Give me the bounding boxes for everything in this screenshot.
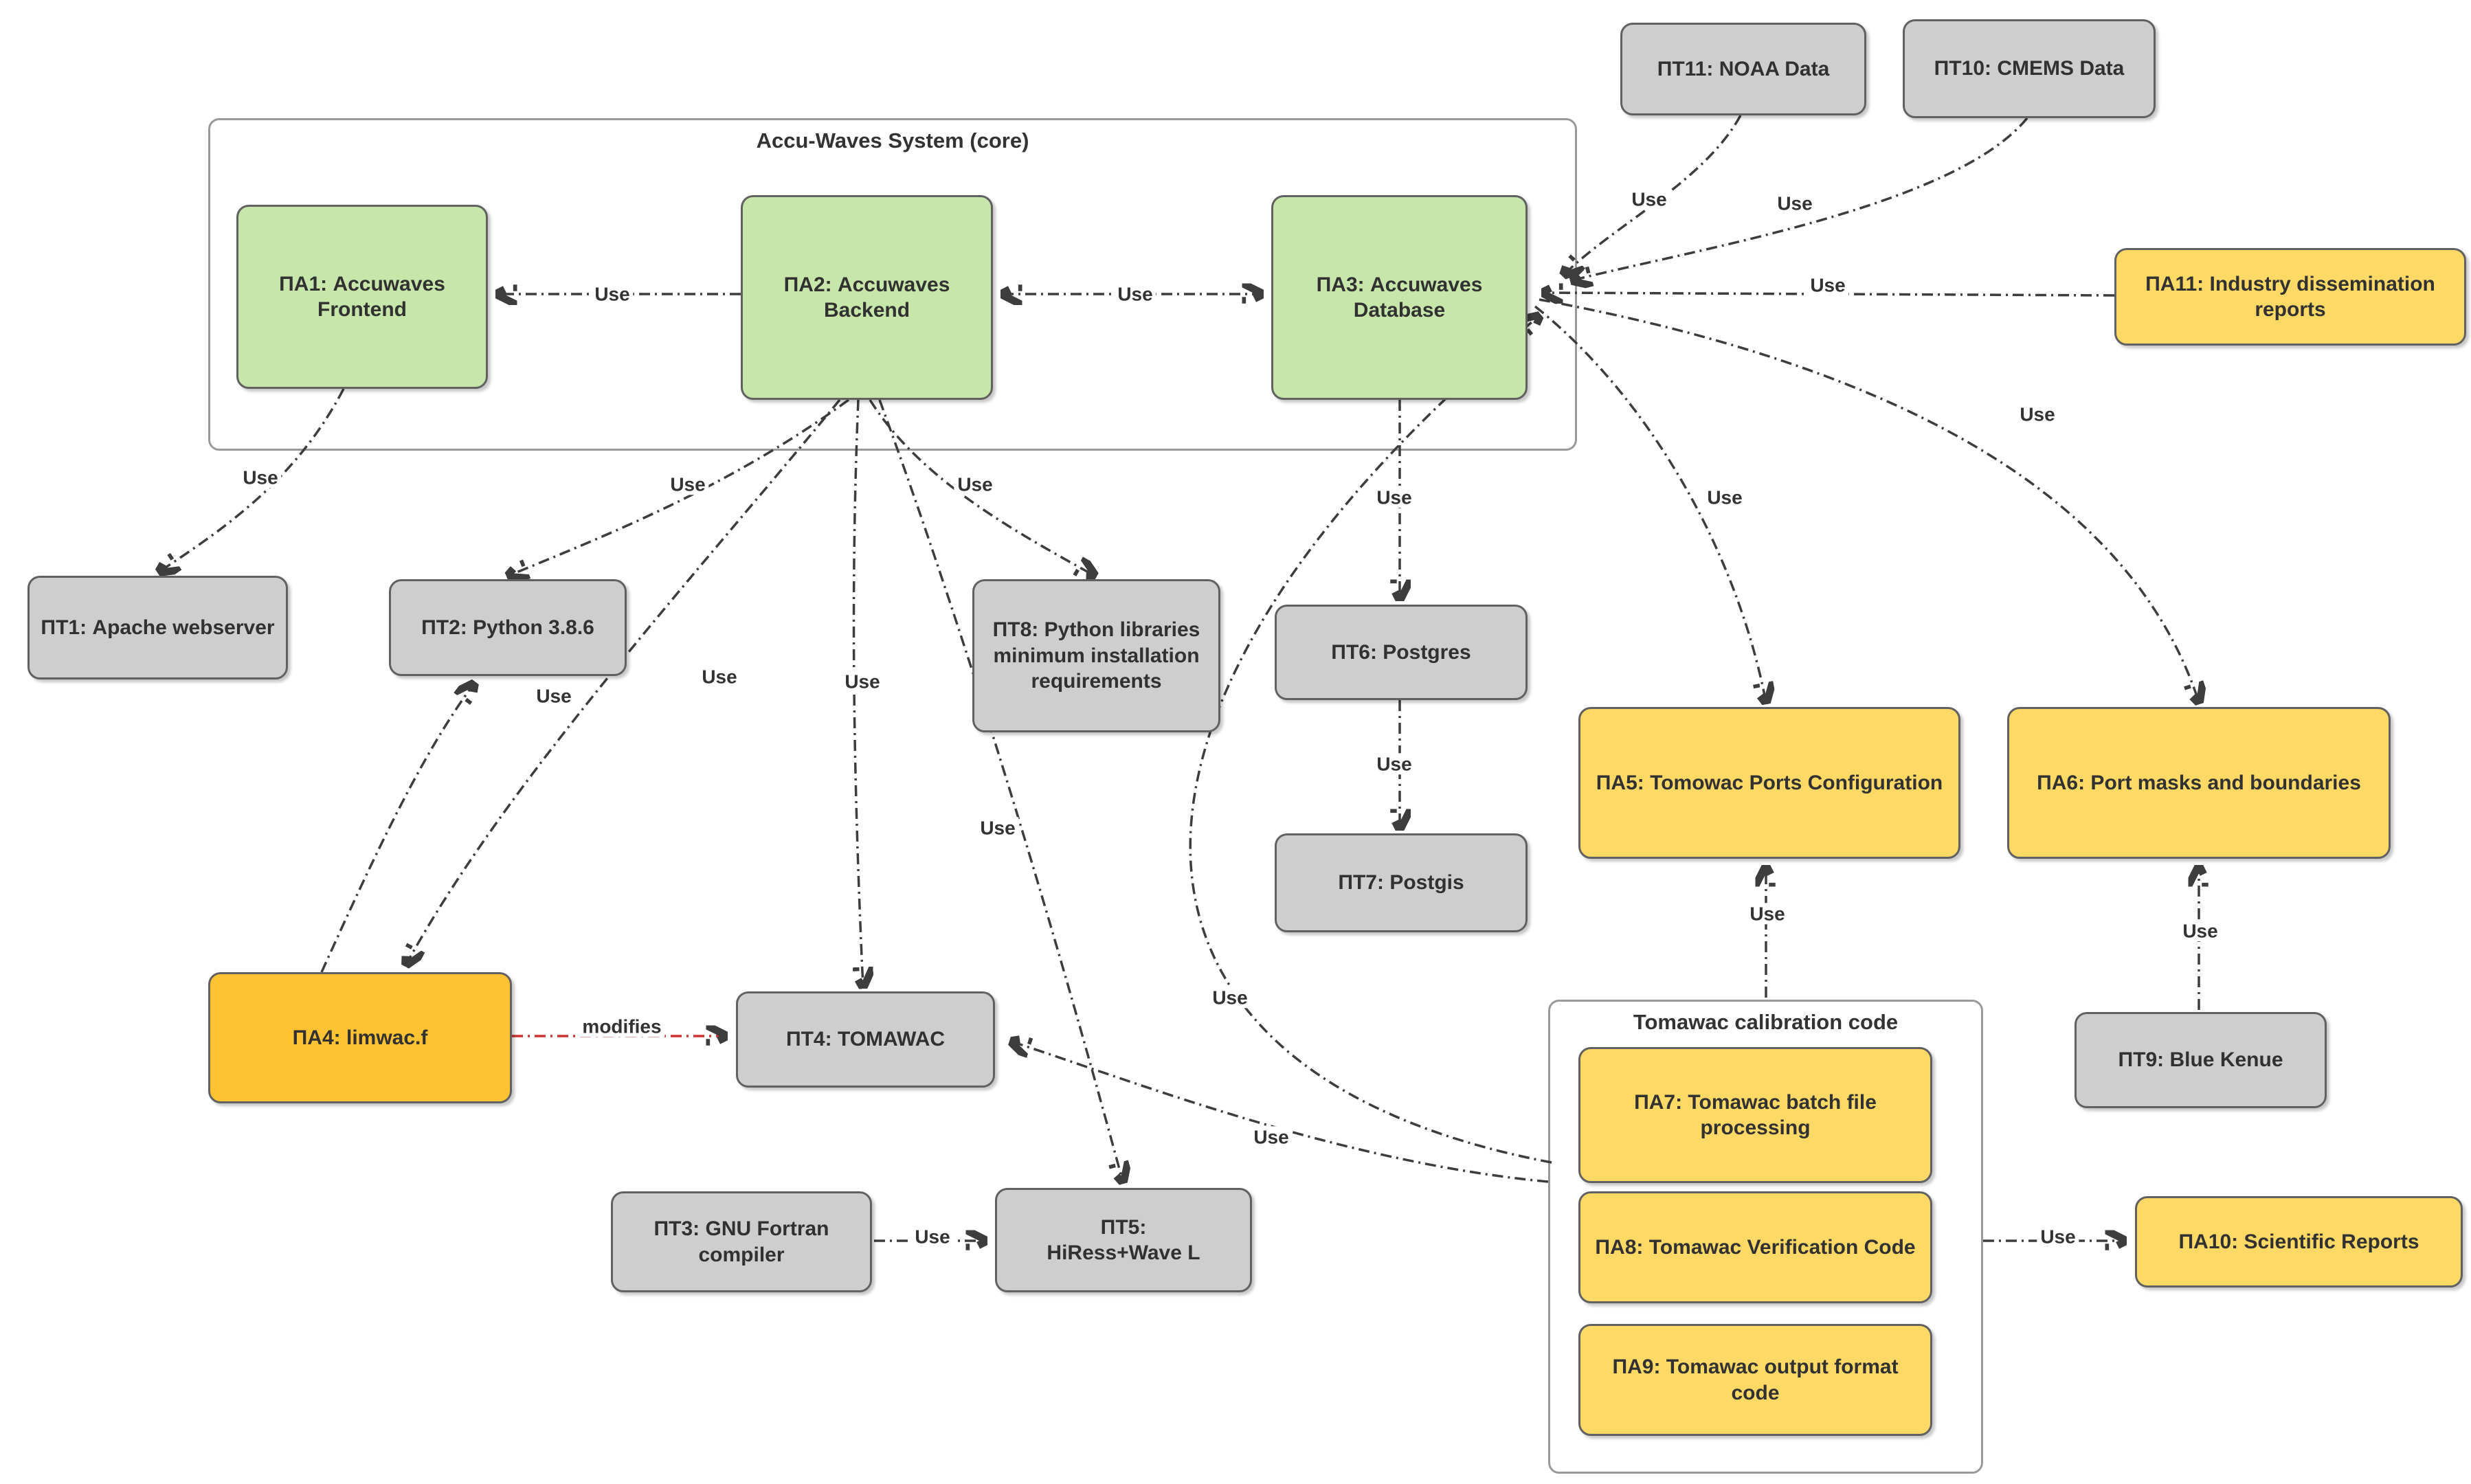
edge-pa2-pt2 (508, 398, 850, 576)
edge-label-pt6-pt7: Use (1373, 753, 1416, 775)
node-pa11-industry-dissemination-reports[interactable]: ΠΑ11: Industry dissemination reports (2114, 248, 2466, 346)
node-label: ΠΤ9: Blue Kenue (2118, 1048, 2283, 1072)
group-calibration-title: Tomawac calibration code (1633, 1010, 1899, 1034)
node-label: ΠΤ6: Postgres (1331, 640, 1471, 664)
node-pa1-accuwaves-frontend[interactable]: ΠΑ1: Accuwaves Frontend (236, 205, 488, 389)
edge-label-pa2-pt2: Use (667, 473, 709, 495)
edge-label-pa2-pa3: Use (1114, 283, 1156, 305)
edge-label-modifies: modifies (579, 1015, 665, 1037)
node-pa9-tomawac-output-format-code[interactable]: ΠΑ9: Tomawac output format code (1578, 1324, 1932, 1436)
edge-label-pa3-pa5: Use (1703, 486, 1746, 508)
node-pt9-blue-kenue[interactable]: ΠΤ9: Blue Kenue (2075, 1012, 2327, 1108)
node-label: ΠΤ5: HiRess+Wave L (1047, 1215, 1200, 1265)
edge-label-pa2-pa4: Use (698, 666, 741, 688)
node-pa2-accuwaves-backend[interactable]: ΠΑ2: Accuwaves Backend (741, 195, 993, 400)
node-pa5-tomowac-ports-configuration[interactable]: ΠΑ5: Tomowac Ports Configuration (1578, 707, 1960, 859)
node-label: ΠΑ3: Accuwaves Database (1316, 273, 1483, 322)
node-label: ΠΑ2: Accuwaves Backend (783, 273, 950, 322)
edge-calibration-pt4 (1011, 1042, 1549, 1183)
edge-label-pa4-pt2: Use (533, 685, 575, 707)
edge-calibration-pa3 (1189, 316, 1552, 1164)
edge-label-pt11-pa3: Use (1628, 188, 1670, 210)
node-label: ΠΑ7: Tomawac batch file processing (1634, 1090, 1877, 1140)
node-label: ΠΤ7: Postgis (1338, 871, 1464, 895)
node-label: ΠΑ6: Port masks and boundaries (2037, 771, 2361, 794)
edge-label-pa2-pt4: Use (841, 671, 884, 693)
edge-pa2-pt4 (854, 399, 863, 987)
edge-label-pa1-pt1: Use (239, 466, 282, 488)
node-pt4-tomawac[interactable]: ΠΤ4: TOMAWAC (736, 991, 995, 1088)
edge-label-pt9-pa6: Use (2179, 920, 2222, 942)
node-label: ΠΑ4: limwac.f (292, 1026, 428, 1049)
edge-pa3-pa6 (1539, 298, 2199, 702)
node-pt7-postgis[interactable]: ΠΤ7: Postgis (1275, 833, 1528, 932)
edge-pa2-pt5 (878, 399, 1123, 1182)
node-label: ΠΑ1: Accuwaves Frontend (279, 272, 445, 322)
node-label: ΠΤ11: NOAA Data (1657, 57, 1830, 80)
node-label: ΠΑ9: Tomawac output format code (1612, 1356, 1899, 1404)
node-label: ΠΤ8: Python libraries minimum installati… (992, 618, 1200, 693)
node-label: ΠΑ8: Tomawac Verification Code (1595, 1235, 1916, 1259)
edge-label-pa11-pa3: Use (1807, 274, 1849, 296)
node-pa6-port-masks-boundaries[interactable]: ΠΑ6: Port masks and boundaries (2007, 707, 2391, 859)
edge-pa2-pt8 (869, 399, 1095, 576)
node-pt5-hiress-wave-l[interactable]: ΠΤ5: HiRess+Wave L (995, 1188, 1252, 1292)
edge-label-calibration-pa5: Use (1746, 903, 1789, 925)
group-core-title: Accu-Waves System (core) (756, 128, 1029, 153)
node-pt1-apache-webserver[interactable]: ΠΤ1: Apache webserver (27, 576, 288, 679)
node-pt2-python[interactable]: ΠΤ2: Python 3.8.6 (389, 579, 627, 676)
node-pa7-tomawac-batch-file-processing[interactable]: ΠΑ7: Tomawac batch file processing (1578, 1047, 1932, 1183)
node-pt11-noaa-data[interactable]: ΠΤ11: NOAA Data (1620, 23, 1866, 115)
node-pa10-scientific-reports[interactable]: ΠΑ10: Scientific Reports (2135, 1196, 2463, 1288)
edge-label-calibration-pa3: Use (1209, 987, 1251, 1009)
node-label: ΠΑ11: Industry dissemination reports (2145, 272, 2435, 322)
node-label: ΠΑ5: Tomowac Ports Configuration (1596, 771, 1943, 794)
node-pa4-limwac-f[interactable]: ΠΑ4: limwac.f (208, 972, 512, 1103)
node-label: ΠΤ10: CMEMS Data (1934, 57, 2125, 80)
edge-label-pa2-pa1: Use (591, 283, 634, 305)
edge-label-calibration-pa10: Use (2037, 1226, 2079, 1248)
node-label: ΠΤ1: Apache webserver (41, 616, 275, 639)
node-pt8-python-libraries[interactable]: ΠΤ8: Python libraries minimum installati… (972, 579, 1220, 732)
node-label: ΠΤ3: GNU Fortran compiler (653, 1217, 829, 1266)
edge-label-pa3-pt6: Use (1373, 486, 1416, 508)
edge-pa1-pt1 (159, 388, 345, 572)
edge-pa2-pa4 (406, 398, 841, 965)
edge-label-pa2-pt5: Use (976, 817, 1019, 839)
edge-pt10-pa3 (1572, 117, 2028, 280)
edge-label-pa2-pt8: Use (954, 473, 996, 495)
edge-pa11-pa3 (1543, 293, 2115, 295)
edge-label-pt3-pt5: Use (911, 1226, 954, 1248)
node-pa8-tomawac-verification-code[interactable]: ΠΑ8: Tomawac Verification Code (1578, 1191, 1932, 1303)
edge-label-pa3-pa6: Use (2016, 403, 2059, 425)
edge-label-calibration-pt4: Use (1250, 1126, 1293, 1148)
edge-pa4-pt2 (320, 684, 474, 973)
node-label: ΠΤ2: Python 3.8.6 (421, 616, 594, 639)
node-pt6-postgres[interactable]: ΠΤ6: Postgres (1275, 605, 1528, 700)
node-label: ΠΑ10: Scientific Reports (2178, 1230, 2419, 1253)
node-label: ΠΤ4: TOMAWAC (785, 1028, 946, 1051)
edge-label-pt10-pa3: Use (1774, 192, 1816, 214)
node-pa3-accuwaves-database[interactable]: ΠΑ3: Accuwaves Database (1271, 195, 1528, 400)
node-pt10-cmems-data[interactable]: ΠΤ10: CMEMS Data (1903, 19, 2156, 118)
node-pt3-gnu-fortran-compiler[interactable]: ΠΤ3: GNU Fortran compiler (611, 1191, 872, 1292)
